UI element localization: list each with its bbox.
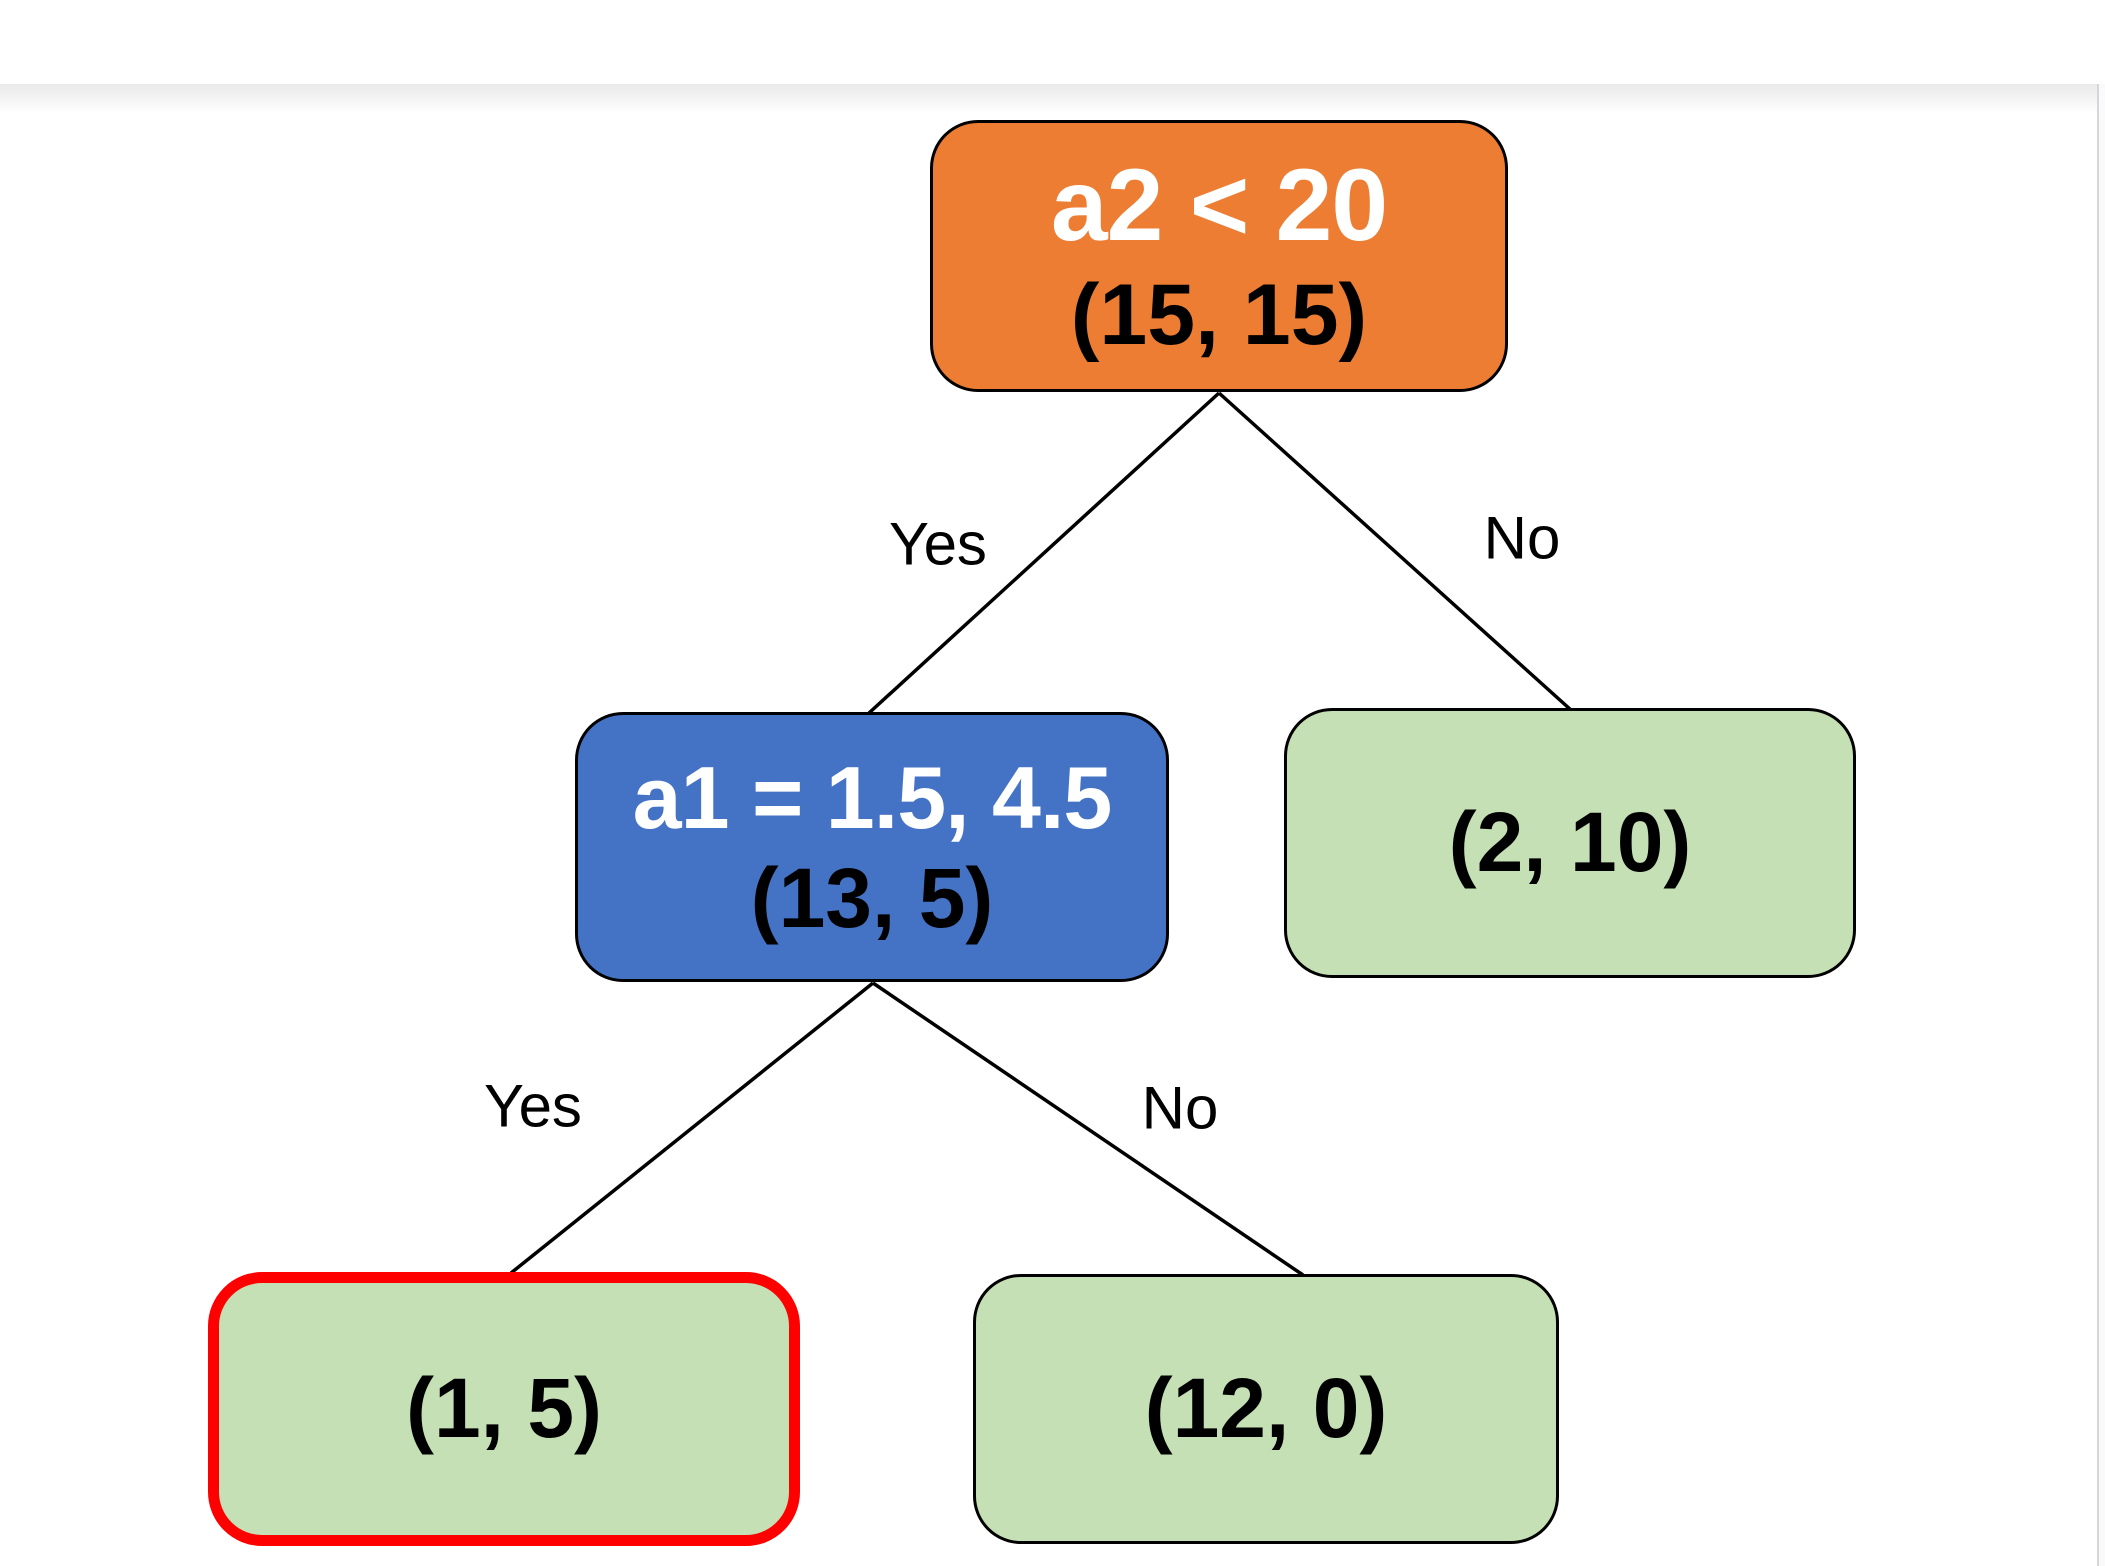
header-divider-shadow [0, 84, 2097, 114]
edge-label-internal-yes: Yes [484, 1072, 582, 1140]
internal-decision-node: a1 = 1.5, 4.5 (13, 5) [575, 712, 1169, 982]
root-decision-node: a2 < 20 (15, 15) [930, 120, 1508, 392]
edge-root-yes-line [867, 391, 1221, 715]
edge-label-internal-no: No [1141, 1074, 1219, 1142]
leaf-node-bottom-right: (12, 0) [973, 1274, 1559, 1544]
edge-root-no-line [1217, 391, 1573, 712]
root-condition-text: a2 < 20 [1050, 148, 1388, 263]
leaf-right-counts-text: (2, 10) [1448, 795, 1692, 890]
internal-counts-text: (13, 5) [750, 851, 994, 946]
internal-condition-text: a1 = 1.5, 4.5 [632, 747, 1113, 847]
edge-label-root-yes: Yes [889, 510, 987, 578]
leaf-node-right: (2, 10) [1284, 708, 1856, 978]
top-bar [0, 0, 2105, 84]
leaf-bottom-right-counts-text: (12, 0) [1144, 1361, 1388, 1456]
edge-internal-no-line [872, 981, 1304, 1277]
page-right-edge-line [2097, 84, 2099, 1566]
leaf-node-bottom-left-highlighted: (1, 5) [208, 1272, 800, 1546]
leaf-bottom-left-counts-text: (1, 5) [405, 1361, 603, 1456]
root-counts-text: (15, 15) [1070, 267, 1368, 364]
scrollbar-track [2099, 84, 2105, 1566]
edge-label-root-no: No [1483, 504, 1561, 572]
edge-internal-yes-line [509, 981, 875, 1275]
